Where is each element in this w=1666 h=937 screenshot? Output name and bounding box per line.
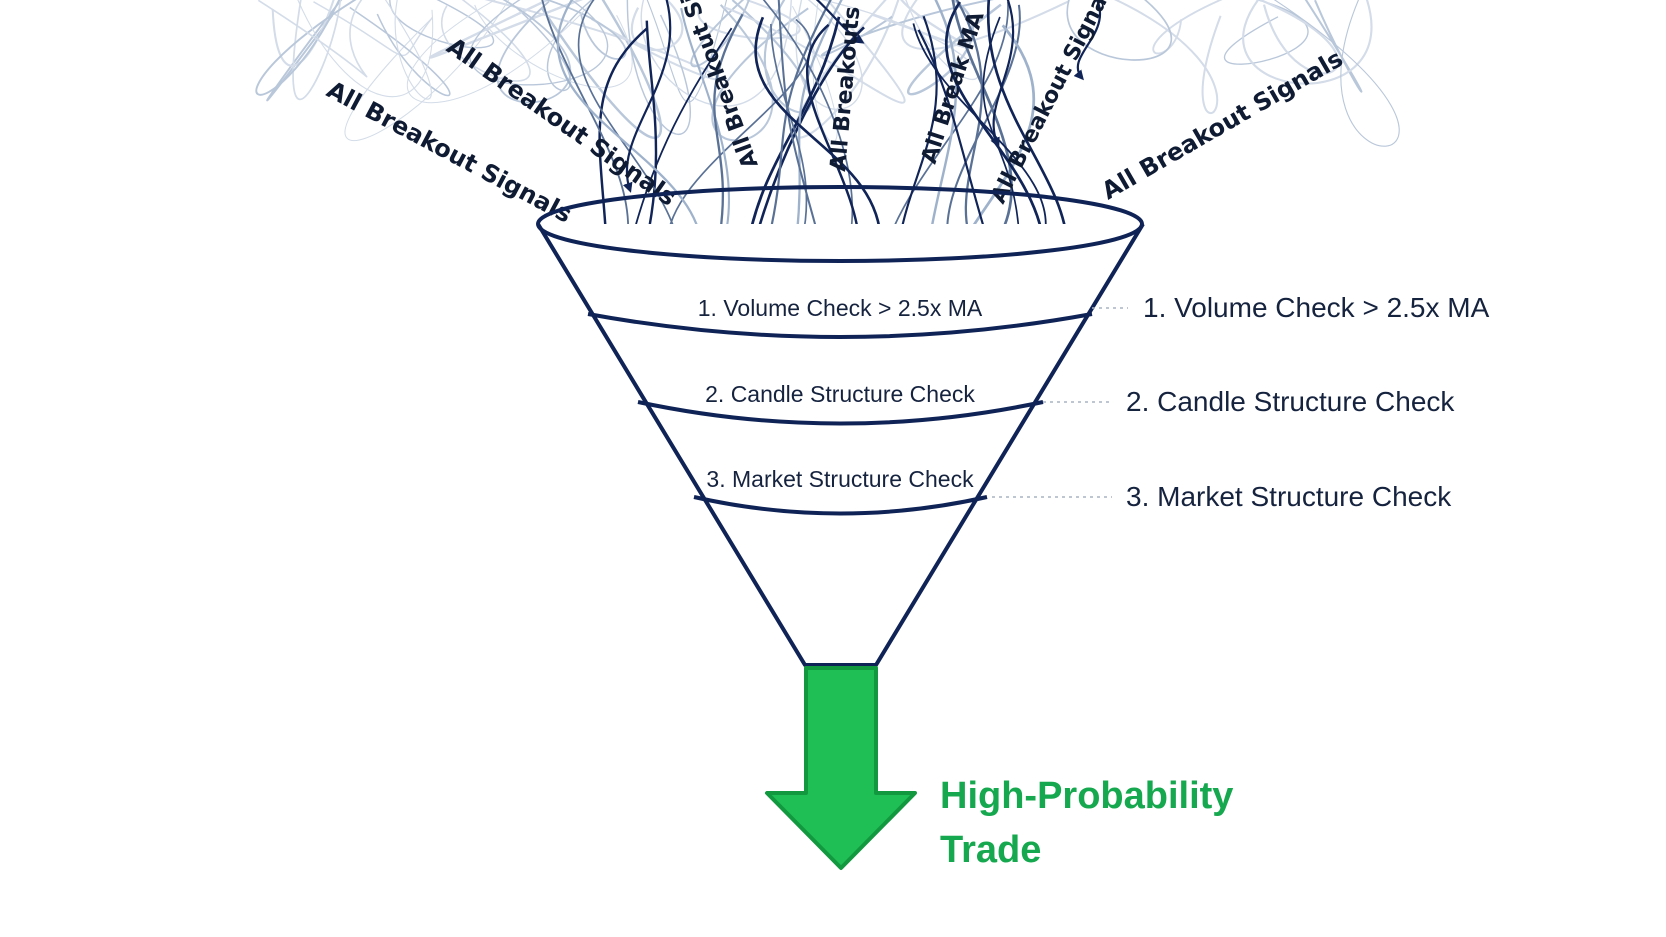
signal-loop-curve [795, 0, 863, 110]
funnel-band-2 [637, 400, 1044, 426]
funnel-rim [536, 185, 1144, 263]
signal-label: All Breakout Signals [1097, 44, 1348, 205]
signal-loop-curve [1273, 0, 1400, 147]
signal-loop-curve [901, 0, 1070, 50]
signal-arrow [895, 15, 938, 242]
signal-arrow [792, 0, 843, 237]
signal-arrow [754, 16, 886, 253]
signal-arrow [881, 1, 1009, 255]
signal-loop-curve [871, 0, 969, 49]
signal-loop-curve [484, 0, 721, 81]
signal-loop-curve [541, 0, 663, 140]
stage-2-inside-label: 2. Candle Structure Check [705, 381, 975, 407]
signal-loop-curve [257, 0, 368, 78]
signal-loop-curve [1113, 0, 1222, 115]
signal-arrow [622, 0, 672, 193]
signal-arrow [770, 23, 809, 243]
signal-loop-curve [297, 0, 434, 98]
signal-loop-curve [496, 0, 572, 104]
result-label-line-2: Trade [940, 829, 1041, 871]
signal-arrow [982, 16, 1024, 239]
stage-3-side-label: 3. Market Structure Check [1126, 481, 1452, 512]
signal-loop-curve [820, 0, 995, 57]
funnel [536, 185, 1145, 672]
signal-arrow [1073, 0, 1102, 81]
signal-arrow [577, 0, 681, 241]
signal-loop-curve [271, 0, 335, 67]
signal-arrows [541, 0, 1102, 262]
signal-loop-curve [545, 0, 627, 60]
signal-arrow [990, 0, 1015, 148]
output-arrow [765, 666, 917, 870]
signal-loop-curve [474, 4, 633, 88]
signal-loop-curve [723, 0, 906, 104]
signal-loop-curve [791, 3, 838, 143]
signal-arrow [598, 27, 648, 253]
signal-arrow [742, 16, 841, 255]
signal-arrow [680, 7, 731, 261]
signal-label: All Breakouts [826, 5, 865, 172]
signal-loop-curve [731, 0, 812, 114]
signal-arrow [556, 0, 704, 239]
signal-arrow [806, 23, 865, 252]
signal-loop-curve [429, 0, 583, 59]
signal-arrow [713, 13, 744, 238]
stage-1-inside-label: 1. Volume Check > 2.5x MA [698, 295, 983, 321]
signal-loop-curve [630, 0, 684, 52]
signal-loop-curve [255, 0, 357, 96]
signal-arrow [641, 20, 658, 254]
signal-loop-curve [1242, 0, 1373, 85]
signal-arrow [777, 0, 822, 239]
signal-arrow [986, 0, 1073, 249]
signal-loop-curves [255, 0, 1400, 147]
result-label-line-1: High-Probability [940, 775, 1233, 817]
signal-loop-curve [1257, 0, 1340, 75]
signal-loop-curve [406, 0, 595, 104]
stage-1-side-label: 1. Volume Check > 2.5x MA [1143, 292, 1490, 323]
signal-loop-curve [469, 0, 609, 86]
signal-arrow [917, 29, 992, 248]
funnel-outline [536, 222, 1145, 667]
funnel-band-3 [693, 495, 988, 516]
signal-loop-curve [1223, 0, 1309, 65]
signal-arrow [624, 27, 733, 260]
signal-loop-curve [344, 0, 510, 141]
signal-loop-curve [1066, 0, 1173, 61]
stage-3-inside-label: 3. Market Structure Check [706, 466, 974, 492]
signal-loop-curve [384, 0, 432, 100]
signal-loop-curve [1152, 0, 1223, 55]
signal-loop-curve [640, 0, 792, 107]
signal-arrow [951, 0, 1013, 241]
signal-arrow [541, 0, 632, 259]
funnel-band-1 [587, 312, 1093, 339]
signal-arrow [765, 0, 832, 240]
stage-2-side-label: 2. Candle Structure Check [1126, 386, 1455, 417]
signal-arrow [815, 0, 865, 44]
signal-arrow [944, 1, 1050, 259]
